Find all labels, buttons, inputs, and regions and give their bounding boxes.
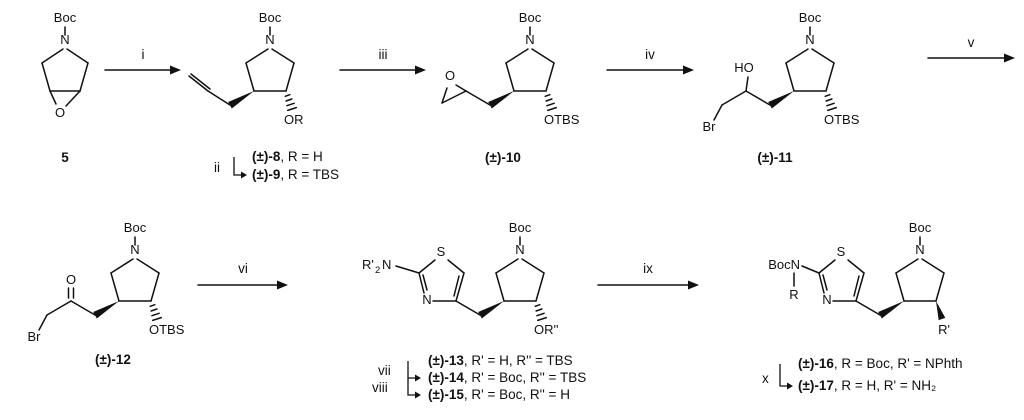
atom-label-ketone-o: O <box>66 272 76 287</box>
structure-13-15: Boc N OR'' S N R' 2 N <box>362 220 558 337</box>
atom-label-otbs: OTBS <box>149 322 185 337</box>
compound-id: (±)-15 <box>428 387 464 402</box>
step-arrow-ii <box>233 157 247 179</box>
compound-conditions: , R' = Boc, R'' = TBS <box>463 370 587 385</box>
atom-label-boc: Boc <box>124 220 147 235</box>
arrow-iv: iv <box>606 47 694 75</box>
atom-label-thiazole-n: N <box>422 292 431 307</box>
compound-caption-11: (±)-11 <box>730 150 820 166</box>
atom-label-thiazole-n: N <box>822 292 831 307</box>
compound-caption-15: (±)-15, R' = Boc, R'' = H <box>428 387 570 403</box>
compound-caption-9: (±)-9, R = TBS <box>252 167 339 183</box>
atom-label-epoxide-o: O <box>55 105 65 120</box>
atom-label-boc: Boc <box>799 10 822 25</box>
compound-id: (±)-9 <box>252 167 281 182</box>
atom-label-r: R <box>789 287 798 302</box>
compound-caption-16: (±)-16, R = Boc, R' = NPhth <box>798 356 963 372</box>
compound-id: (±)-11 <box>757 150 793 165</box>
step-label-x: x <box>762 371 769 386</box>
structure-12: Boc N OTBS O Br <box>28 220 185 344</box>
compound-id: (±)-10 <box>485 150 521 165</box>
step-arrow-viii <box>407 378 421 399</box>
step-arrow-x <box>779 364 793 390</box>
compound-id: (±)-13 <box>428 353 464 368</box>
atom-label-n: N <box>515 242 524 257</box>
structure-11: Boc N OTBS HO Br <box>703 10 860 134</box>
atom-label-s: S <box>837 244 846 259</box>
atom-label-rprime: R' <box>938 322 950 337</box>
arrow-ix: ix <box>597 261 699 290</box>
compound-id: (±)-17 <box>798 378 834 393</box>
atom-label-bocn: BocN <box>768 257 800 272</box>
compound-caption-17: (±)-17, R = H, R' = NH₂ <box>798 378 936 394</box>
compound-id: (±)-16 <box>798 356 834 371</box>
atom-label-epoxide-o: O <box>445 68 455 83</box>
arrow-i: i <box>104 47 181 75</box>
atom-label-n: N <box>265 32 274 47</box>
compound-caption-14: (±)-14, R' = Boc, R'' = TBS <box>428 370 586 386</box>
step-label-iii: iii <box>379 47 388 62</box>
atom-label-br: Br <box>703 119 717 134</box>
atom-label-s: S <box>437 244 446 259</box>
arrow-iii: iii <box>339 47 426 75</box>
compound-conditions: , R = TBS <box>280 167 340 182</box>
compound-caption-8: (±)-8, R = H <box>252 149 323 165</box>
step-label-vi: vi <box>238 261 248 276</box>
atom-label-boc: Boc <box>54 10 77 25</box>
atom-label-n: N <box>60 32 69 47</box>
compound-conditions: , R' = Boc, R'' = H <box>463 387 570 402</box>
step-label-vii: vii <box>378 363 391 378</box>
atom-label-n: N <box>915 242 924 257</box>
atom-label-n: N <box>525 32 534 47</box>
arrow-v: v <box>927 35 1015 63</box>
step-label-ii: ii <box>214 160 220 175</box>
compound-id: 5 <box>61 150 69 165</box>
atom-label-ho: HO <box>734 60 754 75</box>
compound-caption-5: 5 <box>40 150 90 166</box>
structure-16-17: Boc N R' S N BocN R <box>768 220 950 337</box>
compound-conditions: , R = H <box>280 149 323 164</box>
atom-label-n: N <box>805 32 814 47</box>
atom-label-n: N <box>130 242 139 257</box>
atom-label-boc: Boc <box>519 10 542 25</box>
compound-conditions: , R' = H, R'' = TBS <box>463 353 573 368</box>
atom-label-amine-n: N <box>382 257 391 272</box>
step-label-i: i <box>142 47 145 62</box>
compound-id: (±)-12 <box>95 352 131 367</box>
atom-label-otbs: OTBS <box>824 112 860 127</box>
step-label-v: v <box>968 35 975 50</box>
arrow-vi: vi <box>197 261 288 290</box>
atom-label-boc: Boc <box>509 220 532 235</box>
step-label-iv: iv <box>645 47 655 62</box>
compound-id: (±)-8 <box>252 149 281 164</box>
compound-id: (±)-14 <box>428 370 464 385</box>
atom-label-amine-r: R' <box>362 257 374 272</box>
step-label-viii: viii <box>372 380 388 395</box>
compound-caption-13: (±)-13, R' = H, R'' = TBS <box>428 353 573 369</box>
structure-5: Boc N O <box>41 10 89 120</box>
atom-label-boc: Boc <box>909 220 932 235</box>
compound-caption-12: (±)-12 <box>68 352 158 368</box>
atom-label-boc: Boc <box>259 10 282 25</box>
compound-conditions: , R = Boc, R' = NPhth <box>833 356 963 371</box>
atom-label-br: Br <box>28 329 42 344</box>
structure-8-9: Boc N OR <box>188 10 304 127</box>
atom-label-amine-subscript: 2 <box>375 265 380 276</box>
compound-caption-10: (±)-10 <box>458 150 548 166</box>
atom-label-otbs: OTBS <box>544 112 580 127</box>
atom-label-or2: OR'' <box>534 322 558 337</box>
structure-10: Boc N OTBS O <box>441 10 580 127</box>
atom-label-or: OR <box>284 112 304 127</box>
compound-conditions: , R = H, R' = NH₂ <box>833 378 937 393</box>
step-label-ix: ix <box>643 261 653 276</box>
